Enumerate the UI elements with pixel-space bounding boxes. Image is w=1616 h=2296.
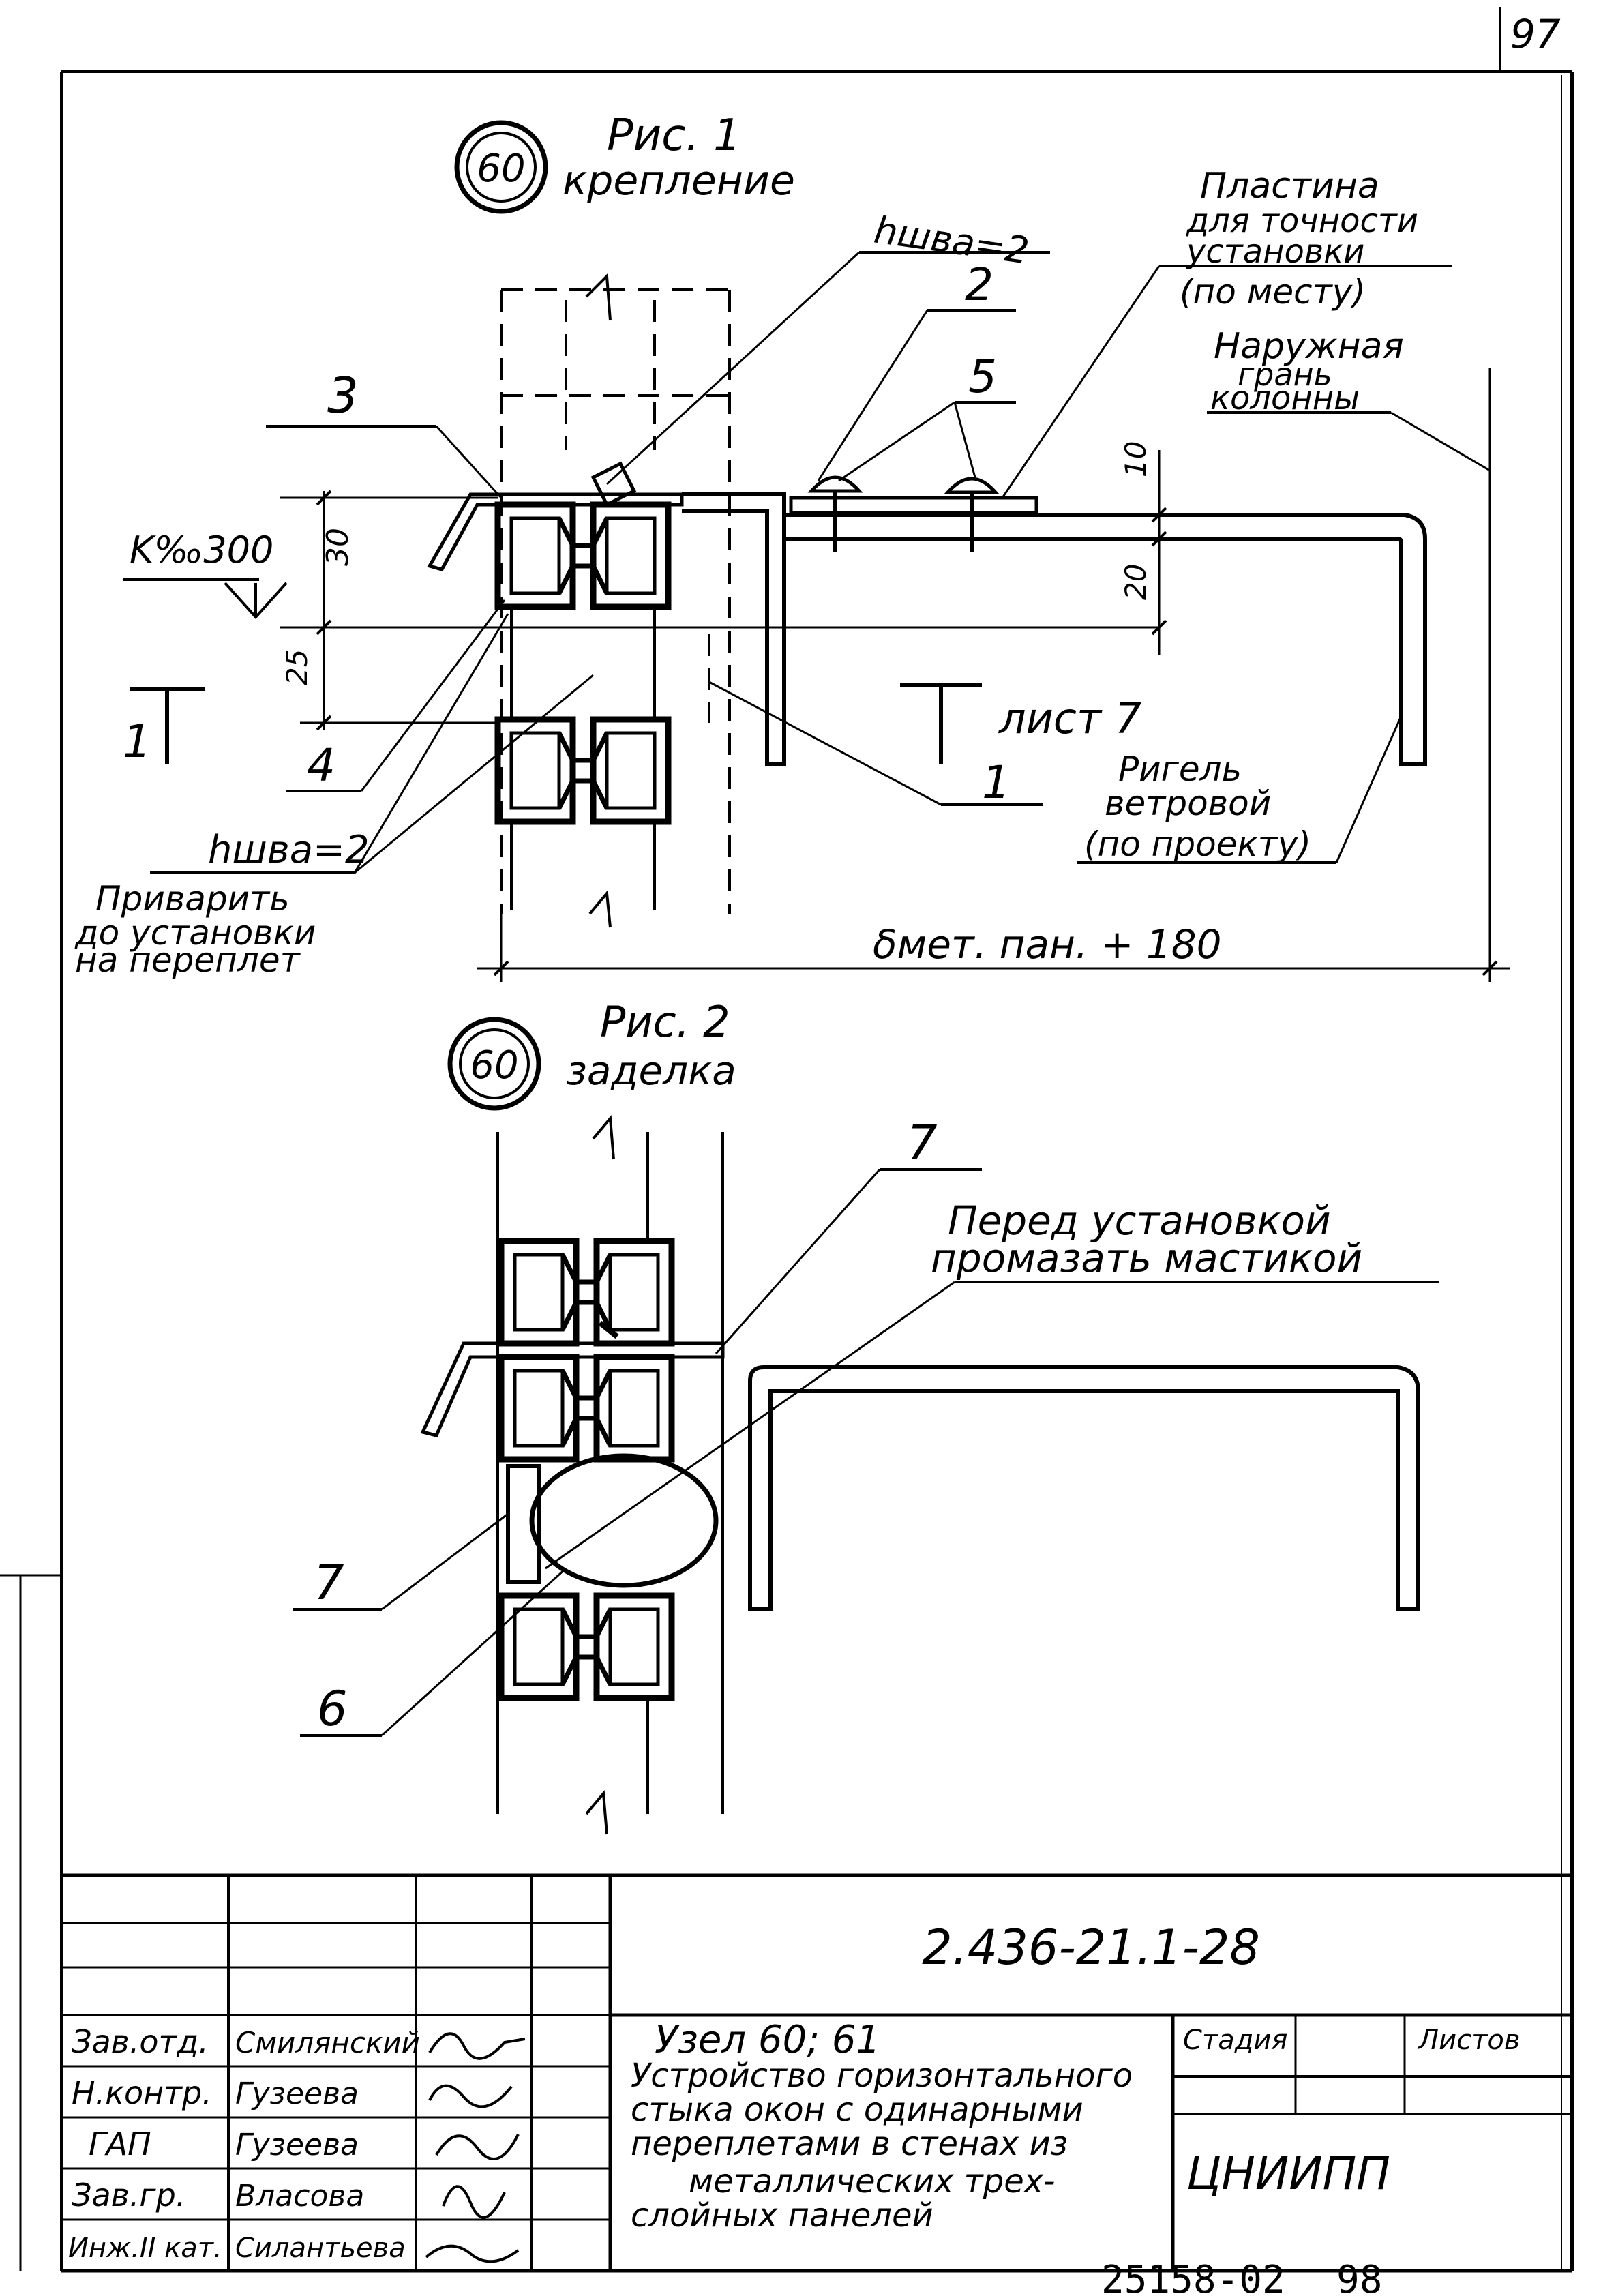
fig1-pos-1-callout: 1 bbox=[982, 756, 1011, 809]
name-1: Смилянский bbox=[235, 2026, 420, 2059]
fig1-marker-label: 60 bbox=[477, 147, 525, 191]
fig1-weld-bottom: hшва=2 bbox=[208, 828, 370, 872]
fig1-angle-clip bbox=[427, 492, 684, 571]
fig2-mastic-line2: промазать мастикой bbox=[931, 1235, 1362, 1281]
title-line3: стыка окон с одинарными bbox=[631, 2091, 1083, 2129]
fig2-pos-6: 6 bbox=[317, 1681, 348, 1737]
fig1-plate-line2: для точности bbox=[1186, 202, 1418, 240]
doc-code: 2.436-21.1-28 bbox=[922, 1920, 1260, 1976]
fig1-rigel-line3: (по проекту) bbox=[1084, 824, 1311, 864]
fig1-plate-line3: установки bbox=[1185, 233, 1364, 271]
fig1-dim-10: 10 bbox=[1119, 441, 1152, 477]
sheet-frame bbox=[0, 7, 1574, 2273]
fig2: 60 Рис. 2 заделка bbox=[293, 997, 1439, 1835]
archive-page: 98 bbox=[1336, 2258, 1382, 2296]
organization: ЦНИИПП bbox=[1186, 2147, 1390, 2200]
fig1-bolts bbox=[807, 475, 1000, 552]
fig1-transom-upper bbox=[498, 505, 668, 607]
fig1-face-line2: грань bbox=[1238, 356, 1332, 393]
fig2-pos-7-top: 7 bbox=[907, 1115, 938, 1171]
fig2-transom-1 bbox=[501, 1241, 672, 1343]
fig1-pos-5: 5 bbox=[968, 351, 997, 403]
fig1-section-ref: лист 7 bbox=[998, 694, 1141, 743]
title-block: 2.436-21.1-28 Зав.отд. Смилянский Н.конт… bbox=[61, 1873, 1572, 2271]
title-line4: переплетами в стенах из bbox=[631, 2125, 1068, 2163]
role-5: Инж.II кат. bbox=[68, 2233, 222, 2264]
fig2-marker-label: 60 bbox=[470, 1043, 518, 1088]
fig1-width-dim: δмет. пан. + 180 bbox=[873, 921, 1222, 968]
fig1-weld-top: hшва=2 bbox=[871, 208, 1032, 272]
fig1-transom-lower bbox=[498, 719, 668, 822]
role-1: Зав.отд. bbox=[72, 2023, 209, 2060]
fig1-pos-4: 4 bbox=[307, 739, 335, 792]
fig2-transom-2 bbox=[501, 1357, 672, 1459]
fig1-dim-20: 20 bbox=[1119, 564, 1152, 600]
fig2-leaders bbox=[293, 1168, 1439, 1737]
fig1-rigel-line1: Ригель bbox=[1118, 749, 1242, 789]
name-4: Власова bbox=[235, 2179, 364, 2213]
title-line1: Узел 60; 61 bbox=[655, 2018, 880, 2062]
fig2-mastic-line1: Перед установкой bbox=[948, 1197, 1331, 1244]
fig2-marker-circle bbox=[447, 1017, 541, 1111]
title-line2: Устройство горизонтального bbox=[631, 2057, 1133, 2095]
fig2-title-line1: Рис. 2 bbox=[600, 997, 730, 1047]
fig1-plate-line1: Пластина bbox=[1200, 166, 1379, 207]
fig1-marker-circle bbox=[454, 120, 548, 214]
fig1-level: K‰300 bbox=[130, 528, 273, 571]
fig1-adjusting-plate bbox=[789, 496, 1038, 515]
signatures bbox=[425, 2032, 526, 2263]
fig1-rigel-line2: ветровой bbox=[1105, 784, 1271, 823]
archive-number: 25158-02 bbox=[1101, 2258, 1285, 2296]
title-line6: слойных панелей bbox=[631, 2196, 933, 2235]
fig1: 60 Рис. 1 крепление bbox=[74, 110, 1510, 982]
fig1-weld-note-line1: Приварить bbox=[95, 879, 290, 919]
fig1-pos-3: 3 bbox=[327, 367, 359, 424]
page-number: 97 bbox=[1510, 11, 1561, 57]
fig1-leaders bbox=[150, 251, 1491, 874]
role-3: ГАП bbox=[89, 2126, 151, 2162]
sheets-header: Листов bbox=[1417, 2025, 1520, 2056]
fig2-transom-3 bbox=[501, 1596, 672, 1698]
fig1-weld-note-line2: до установки bbox=[74, 913, 316, 953]
fig2-pos-7-left: 7 bbox=[314, 1555, 344, 1611]
fig1-dim-30: 30 bbox=[320, 528, 355, 566]
fig2-gasket bbox=[506, 1464, 541, 1584]
fig1-face-line1: Наружная bbox=[1214, 326, 1404, 367]
fig1-column-outline bbox=[500, 288, 731, 914]
role-4: Зав.гр. bbox=[72, 2177, 185, 2213]
fig1-title-line1: Рис. 1 bbox=[607, 110, 741, 161]
name-3: Гузеева bbox=[235, 2128, 359, 2162]
stage-header: Стадия bbox=[1183, 2025, 1287, 2056]
fig1-pos-2: 2 bbox=[965, 258, 993, 311]
fig1-weld-note-line3: на переплет bbox=[75, 940, 301, 980]
name-5: Силантьева bbox=[235, 2233, 406, 2264]
fig1-title-line2: крепление bbox=[563, 157, 795, 205]
fig1-pos-1-section: 1 bbox=[123, 715, 151, 768]
title-line5: металлических трех- bbox=[689, 2162, 1056, 2201]
fig2-title-line2: заделка bbox=[566, 1047, 736, 1094]
fig2-sealant bbox=[529, 1453, 719, 1588]
fig1-dimensions bbox=[280, 368, 1510, 982]
role-2: Н.контр. bbox=[72, 2074, 212, 2111]
fig1-plate-line4: (по месту) bbox=[1180, 272, 1366, 312]
name-2: Гузеева bbox=[235, 2076, 359, 2111]
fig1-face-line3: колонны bbox=[1210, 379, 1360, 417]
fig1-dim-25: 25 bbox=[280, 649, 314, 685]
fig1-wind-rigel bbox=[784, 513, 1427, 766]
